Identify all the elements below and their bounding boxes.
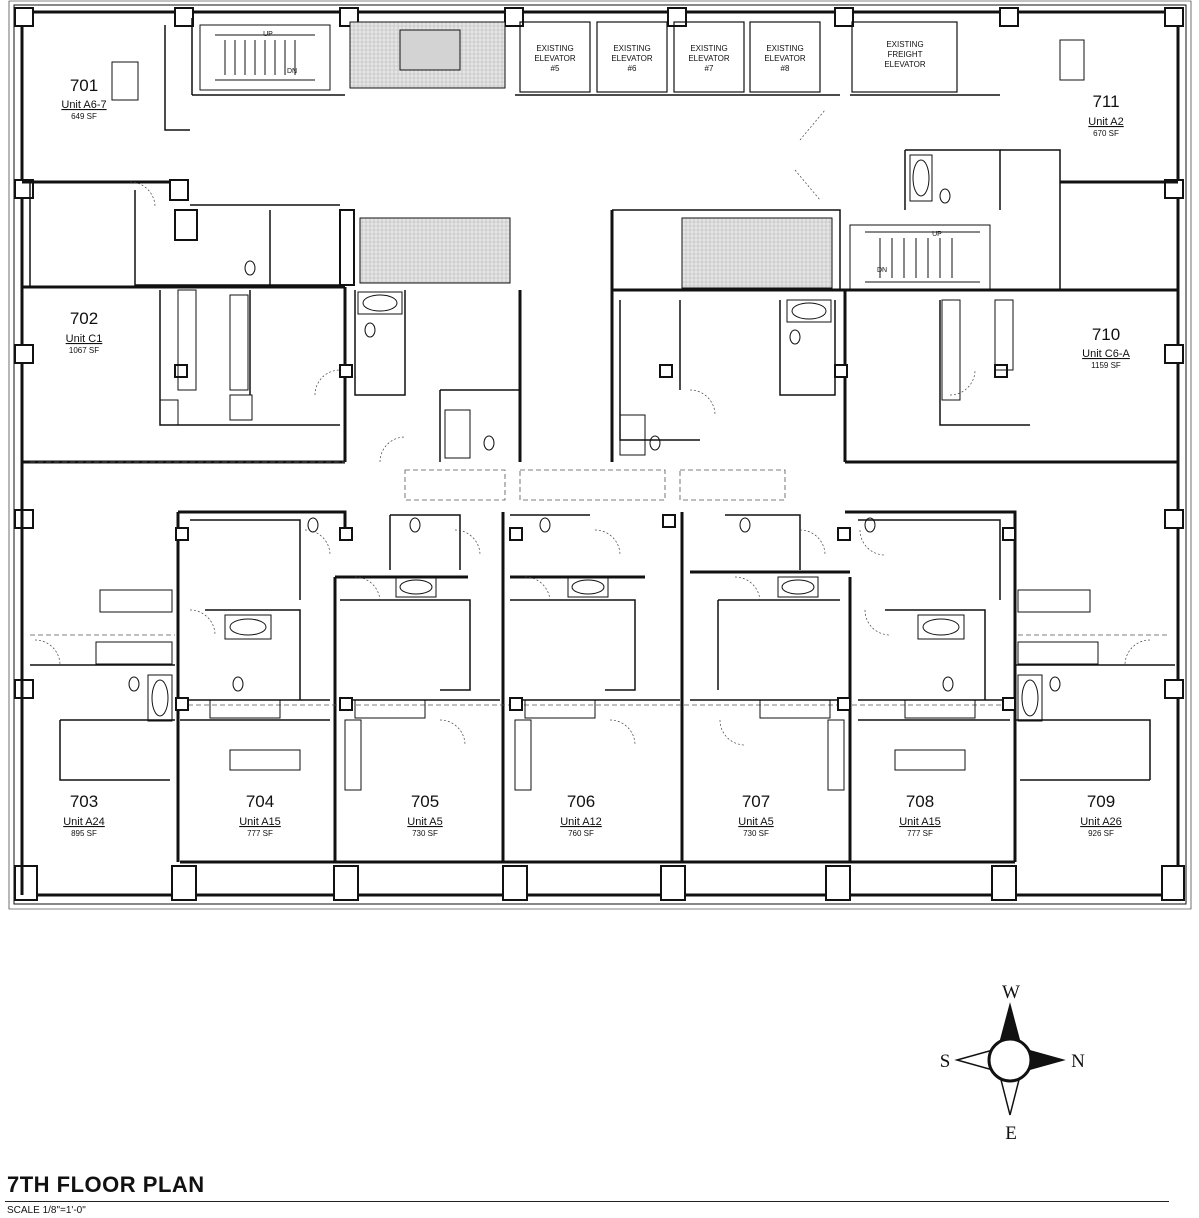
perimeter-columns [14, 7, 1185, 901]
unit-type: Unit A5 [407, 816, 442, 828]
unit-number: 707 [742, 792, 770, 811]
corridor [30, 461, 1170, 706]
unit-area: 730 SF [743, 829, 769, 838]
unit-number: 702 [70, 309, 98, 328]
unit-707-label[interactable]: 707 Unit A5 730 SF [738, 792, 773, 838]
unit-number: 701 [70, 76, 98, 95]
floor-plan-drawing: UP DN UP DN EXISTING ELEVATOR #5 EXISTIN… [8, 0, 1192, 1144]
scale-note: SCALE 1/8"=1'-0" [7, 1205, 86, 1216]
unit-number: 711 [1092, 92, 1119, 111]
unit-type: Unit C6-A [1082, 348, 1130, 360]
unit-number: 708 [906, 792, 934, 811]
stair-north [199, 24, 331, 91]
freight-elevator-label-1: EXISTING [886, 40, 923, 49]
unit-701-label[interactable]: 701 Unit A6-7 649 SF [61, 76, 106, 121]
elevator-bank [519, 21, 958, 93]
elevator-labels: EXISTING ELEVATOR #5 EXISTING ELEVATOR #… [534, 40, 926, 73]
elevator-8-label-3: #8 [781, 64, 790, 73]
unit-area: 895 SF [71, 829, 97, 838]
unit-704-label[interactable]: 704 Unit A15 777 SF [239, 792, 281, 838]
stair-down-label-north: DN [287, 68, 297, 75]
unit-area: 1159 SF [1091, 361, 1121, 370]
compass-east-label: E [1005, 1123, 1017, 1144]
unit-area: 670 SF [1093, 129, 1119, 138]
hatched-shafts [349, 21, 833, 289]
door-swings [34, 109, 1151, 746]
unit-type: Unit A6-7 [61, 99, 106, 111]
stair-south [849, 224, 991, 291]
unit-number: 705 [411, 792, 439, 811]
unit-711-label[interactable]: 711 Unit A2 670 SF [1088, 92, 1123, 138]
compass-rose-icon [954, 1002, 1066, 1116]
unit-709-label[interactable]: 709 Unit A26 926 SF [1080, 792, 1122, 838]
unit-number: 706 [567, 792, 595, 811]
unit-area: 649 SF [71, 112, 97, 121]
elevator-5-label-2: ELEVATOR [534, 54, 576, 63]
unit-703-label[interactable]: 703 Unit A24 895 SF [63, 792, 105, 838]
elevator-7-label-2: ELEVATOR [688, 54, 730, 63]
unit-area: 1067 SF [69, 346, 99, 355]
page-title: 7TH FLOOR PLAN [7, 1172, 205, 1197]
unit-area: 777 SF [247, 829, 273, 838]
unit-708-label[interactable]: 708 Unit A15 777 SF [899, 792, 941, 838]
interior-columns [169, 179, 1016, 711]
elevator-8-label-1: EXISTING [766, 44, 803, 53]
compass-south-label: S [940, 1051, 951, 1072]
elevator-5-label-1: EXISTING [536, 44, 573, 53]
interior-partitions [29, 18, 1175, 781]
unit-type: Unit A5 [738, 816, 773, 828]
elevator-6-label-2: ELEVATOR [611, 54, 653, 63]
elevator-5-label-3: #5 [551, 64, 560, 73]
freight-elevator-label-3: ELEVATOR [884, 60, 926, 69]
elevator-7-label-3: #7 [705, 64, 714, 73]
unit-area: 777 SF [907, 829, 933, 838]
unit-706-label[interactable]: 706 Unit A12 760 SF [560, 792, 602, 838]
unit-type: Unit C1 [66, 333, 103, 345]
stair-down-label-south: DN [877, 267, 887, 274]
bath-fixtures [128, 154, 1061, 722]
unit-number: 703 [70, 792, 98, 811]
unit-702-label[interactable]: 702 Unit C1 1067 SF [66, 309, 103, 355]
elevator-7-label-1: EXISTING [690, 44, 727, 53]
unit-type: Unit A15 [899, 816, 941, 828]
stair-up-label-south: UP [932, 231, 942, 238]
kitchen-counters [95, 39, 1099, 791]
unit-710-label[interactable]: 710 Unit C6-A 1159 SF [1082, 325, 1130, 370]
elevator-8-label-2: ELEVATOR [764, 54, 806, 63]
unit-705-label[interactable]: 705 Unit A5 730 SF [407, 792, 442, 838]
compass-west-label: W [1002, 982, 1020, 1003]
unit-area: 760 SF [568, 829, 594, 838]
elevator-6-label-1: EXISTING [613, 44, 650, 53]
unit-type: Unit A12 [560, 816, 602, 828]
freight-elevator-label-2: FREIGHT [887, 50, 922, 59]
unit-type: Unit A26 [1080, 816, 1122, 828]
compass-north-label: N [1071, 1051, 1085, 1072]
unit-number: 704 [246, 792, 274, 811]
stair-up-label-north: UP [263, 31, 273, 38]
unit-area: 730 SF [412, 829, 438, 838]
unit-type: Unit A24 [63, 816, 105, 828]
title-divider [5, 1201, 1169, 1202]
unit-type: Unit A15 [239, 816, 281, 828]
elevator-6-label-3: #6 [628, 64, 637, 73]
unit-area: 926 SF [1088, 829, 1114, 838]
unit-number: 710 [1092, 325, 1120, 344]
unit-number: 709 [1087, 792, 1115, 811]
unit-type: Unit A2 [1088, 116, 1123, 128]
